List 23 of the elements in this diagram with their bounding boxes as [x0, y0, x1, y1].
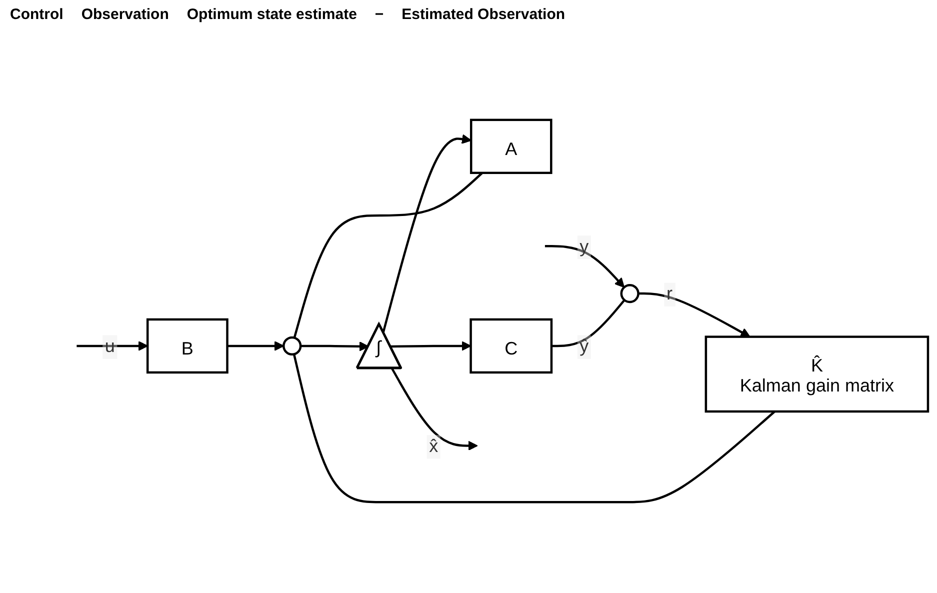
note-text: Control — [10, 6, 64, 23]
note-text: Estimated Observation — [402, 6, 566, 23]
arrow — [544, 245, 625, 288]
note-text: Optimum state estimate — [186, 6, 357, 23]
node-circle — [620, 284, 640, 304]
node-box: A — [470, 118, 552, 174]
node-circle — [282, 336, 302, 356]
note-text: Observation — [81, 6, 169, 23]
node-box: B — [146, 318, 228, 374]
arrow — [382, 134, 472, 333]
connector — [551, 299, 626, 348]
connector — [293, 172, 483, 338]
connector — [292, 354, 776, 504]
node-box: K̂ Kalman gain matrix — [704, 336, 930, 413]
arrow — [227, 341, 284, 351]
arrow — [300, 341, 369, 352]
arrow — [390, 341, 472, 351]
node-box: C — [470, 318, 553, 374]
edge-label: ŷ — [580, 336, 589, 356]
edge-label: x̂ — [429, 436, 438, 456]
arrow — [638, 292, 750, 338]
note-text: − — [374, 6, 384, 23]
arrow — [391, 368, 478, 451]
